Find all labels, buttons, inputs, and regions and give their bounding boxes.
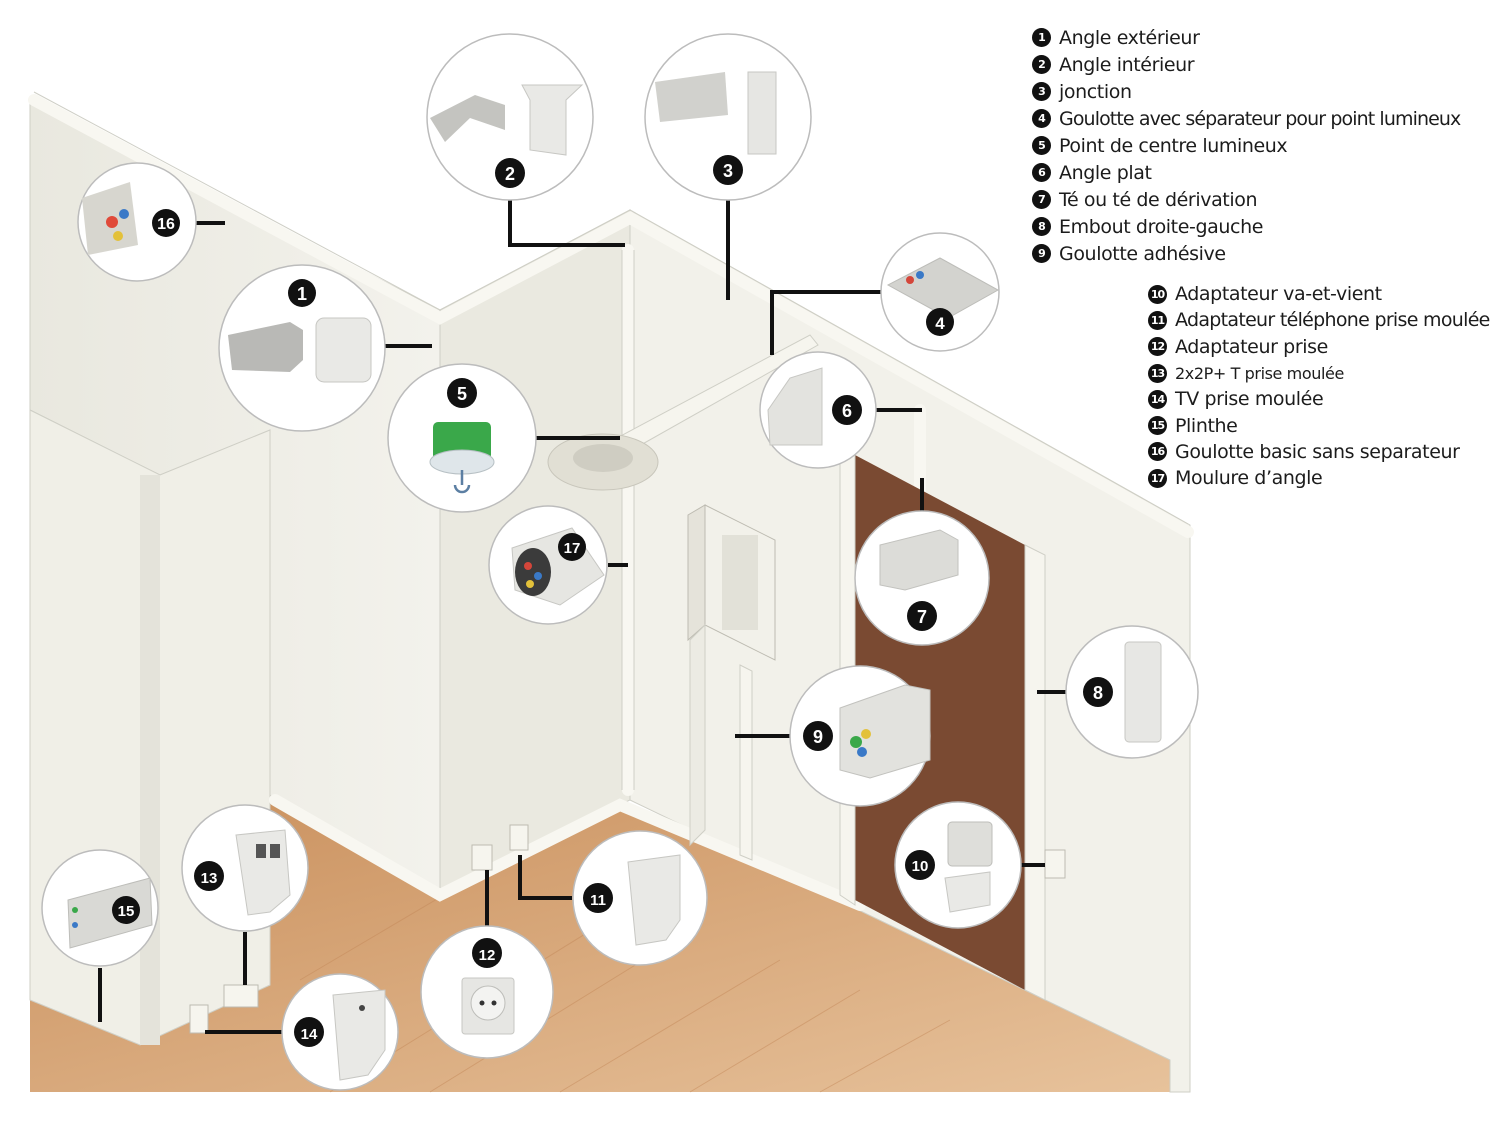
callout-15: 15 <box>41 849 159 967</box>
legend-text-2: Angle intérieur <box>1059 53 1195 76</box>
svg-text:7: 7 <box>917 607 927 627</box>
legend-badge-6: 6 <box>1032 163 1051 182</box>
svg-text:12: 12 <box>479 947 496 964</box>
legend-text-5: Point de centre lumineux <box>1059 134 1288 157</box>
callout-16: 16 <box>77 162 197 282</box>
svg-text:3: 3 <box>723 161 733 181</box>
svg-text:1: 1 <box>297 284 307 304</box>
callout-9: 9 <box>789 665 931 807</box>
front-partition-side <box>140 475 160 1045</box>
svg-text:8: 8 <box>1093 683 1103 703</box>
legend-text-10: Adaptateur va-et-vient <box>1175 283 1382 306</box>
legend-badge-11: 11 <box>1148 310 1167 330</box>
callout-5: 5 <box>387 363 537 513</box>
legend-badge-5: 5 <box>1032 136 1051 155</box>
svg-text:16: 16 <box>157 216 175 233</box>
callout-4: 4 <box>880 232 1000 352</box>
legend-top: 1 Angle extérieur 2 Angle intérieur 3 jonct… <box>1032 24 1461 267</box>
legend-text-6: Angle plat <box>1059 161 1152 184</box>
svg-text:11: 11 <box>590 892 606 909</box>
legend-text-17: Moulure d’angle <box>1175 467 1323 490</box>
svg-text:10: 10 <box>912 858 929 875</box>
svg-text:4: 4 <box>935 314 945 333</box>
legend-item-16: 16 Goulotte basic sans separateur <box>1148 439 1490 465</box>
legend-item-9: 9 Goulotte adhésive <box>1032 240 1460 267</box>
legend-text-3: jonction <box>1059 80 1132 103</box>
legend-badge-9: 9 <box>1032 244 1051 263</box>
callout-lines <box>98 200 1068 1034</box>
callout-2: 2 <box>426 33 594 201</box>
legend-item-5: 5 Point de centre lumineux <box>1032 132 1460 159</box>
callout-14: 14 <box>281 973 399 1091</box>
legend-item-1: 1 Angle extérieur <box>1032 24 1460 51</box>
callout-12: 12 <box>420 925 554 1059</box>
legend-text-1: Angle extérieur <box>1059 26 1200 49</box>
callout-17: 17 <box>488 505 608 625</box>
svg-text:6: 6 <box>842 401 852 421</box>
legend-badge-8: 8 <box>1032 217 1051 236</box>
callout-3: 3 <box>644 33 812 201</box>
svg-text:5: 5 <box>457 384 467 404</box>
legend-text-9: Goulotte adhésive <box>1059 242 1226 265</box>
legend-badge-15: 15 <box>1148 416 1167 436</box>
legend-badge-1: 1 <box>1032 28 1051 47</box>
legend-item-10: 10 Adaptateur va-et-vient <box>1148 281 1490 307</box>
legend-item-8: 8 Embout droite-gauche <box>1032 213 1460 240</box>
legend-text-4: Goulotte avec séparateur pour point lumi… <box>1059 107 1461 130</box>
legend-badge-2: 2 <box>1032 55 1051 74</box>
legend-badge-12: 12 <box>1148 337 1167 357</box>
legend-badge-13: 13 <box>1148 363 1167 383</box>
svg-text:2: 2 <box>505 164 515 184</box>
legend-bottom: 10 Adaptateur va-et-vient 11 Adaptateur té… <box>1148 281 1490 491</box>
legend-text-15: Plinthe <box>1175 414 1238 437</box>
legend-text-16: Goulotte basic sans separateur <box>1175 440 1460 463</box>
wall-trunking-edges <box>33 91 1189 790</box>
svg-text:9: 9 <box>813 727 823 747</box>
legend-badge-16: 16 <box>1148 442 1167 462</box>
callout-7: 7 <box>854 510 990 646</box>
svg-text:17: 17 <box>564 540 581 557</box>
callout-11: 11 <box>572 830 708 966</box>
legend-text-13: 2x2P+ T prise moulée <box>1175 363 1344 383</box>
panel-trunking <box>739 664 753 861</box>
callout-13: 13 <box>181 804 309 932</box>
legend-item-2: 2 Angle intérieur <box>1032 51 1460 78</box>
legend-text-12: Adaptateur prise <box>1175 335 1328 358</box>
door-frame-right <box>1024 544 1046 1001</box>
legend-text-8: Embout droite-gauche <box>1059 215 1264 238</box>
legend-item-7: 7 Té ou té de dérivation <box>1032 186 1460 213</box>
legend-item-13: 13 2x2P+ T prise moulée <box>1148 360 1490 386</box>
ceiling-light-center <box>573 444 633 472</box>
legend-text-7: Té ou té de dérivation <box>1059 188 1258 211</box>
legend-badge-7: 7 <box>1032 190 1051 209</box>
legend-text-14: TV prise moulée <box>1175 388 1324 411</box>
legend-badge-3: 3 <box>1032 82 1051 101</box>
legend-badge-14: 14 <box>1148 389 1167 409</box>
legend-item-3: 3 jonction <box>1032 78 1460 105</box>
legend-item-11: 11 Adaptateur téléphone prise moulée <box>1148 307 1490 333</box>
legend-badge-4: 4 <box>1032 109 1051 128</box>
legend-badge-17: 17 <box>1148 468 1167 488</box>
svg-text:13: 13 <box>201 870 218 887</box>
svg-text:14: 14 <box>301 1026 318 1043</box>
legend-item-4: 4 Goulotte avec séparateur pour point lum… <box>1032 105 1461 132</box>
legend-badge-10: 10 <box>1148 284 1167 304</box>
legend-item-17: 17 Moulure d’angle <box>1148 465 1490 491</box>
callout-8: 8 <box>1065 625 1199 759</box>
electrical-panel <box>687 504 776 847</box>
legend-item-14: 14 TV prise moulée <box>1148 386 1490 412</box>
callout-6: 6 <box>759 351 877 469</box>
legend-item-6: 6 Angle plat <box>1032 159 1460 186</box>
legend-item-12: 12 Adaptateur prise <box>1148 334 1490 360</box>
callout-10: 10 <box>894 801 1022 929</box>
legend-text-11: Adaptateur téléphone prise moulée <box>1175 309 1490 332</box>
callout-1: 1 <box>218 264 386 432</box>
legend-item-15: 15 Plinthe <box>1148 412 1490 438</box>
floor-sockets <box>189 824 1066 1034</box>
svg-text:15: 15 <box>118 903 135 920</box>
